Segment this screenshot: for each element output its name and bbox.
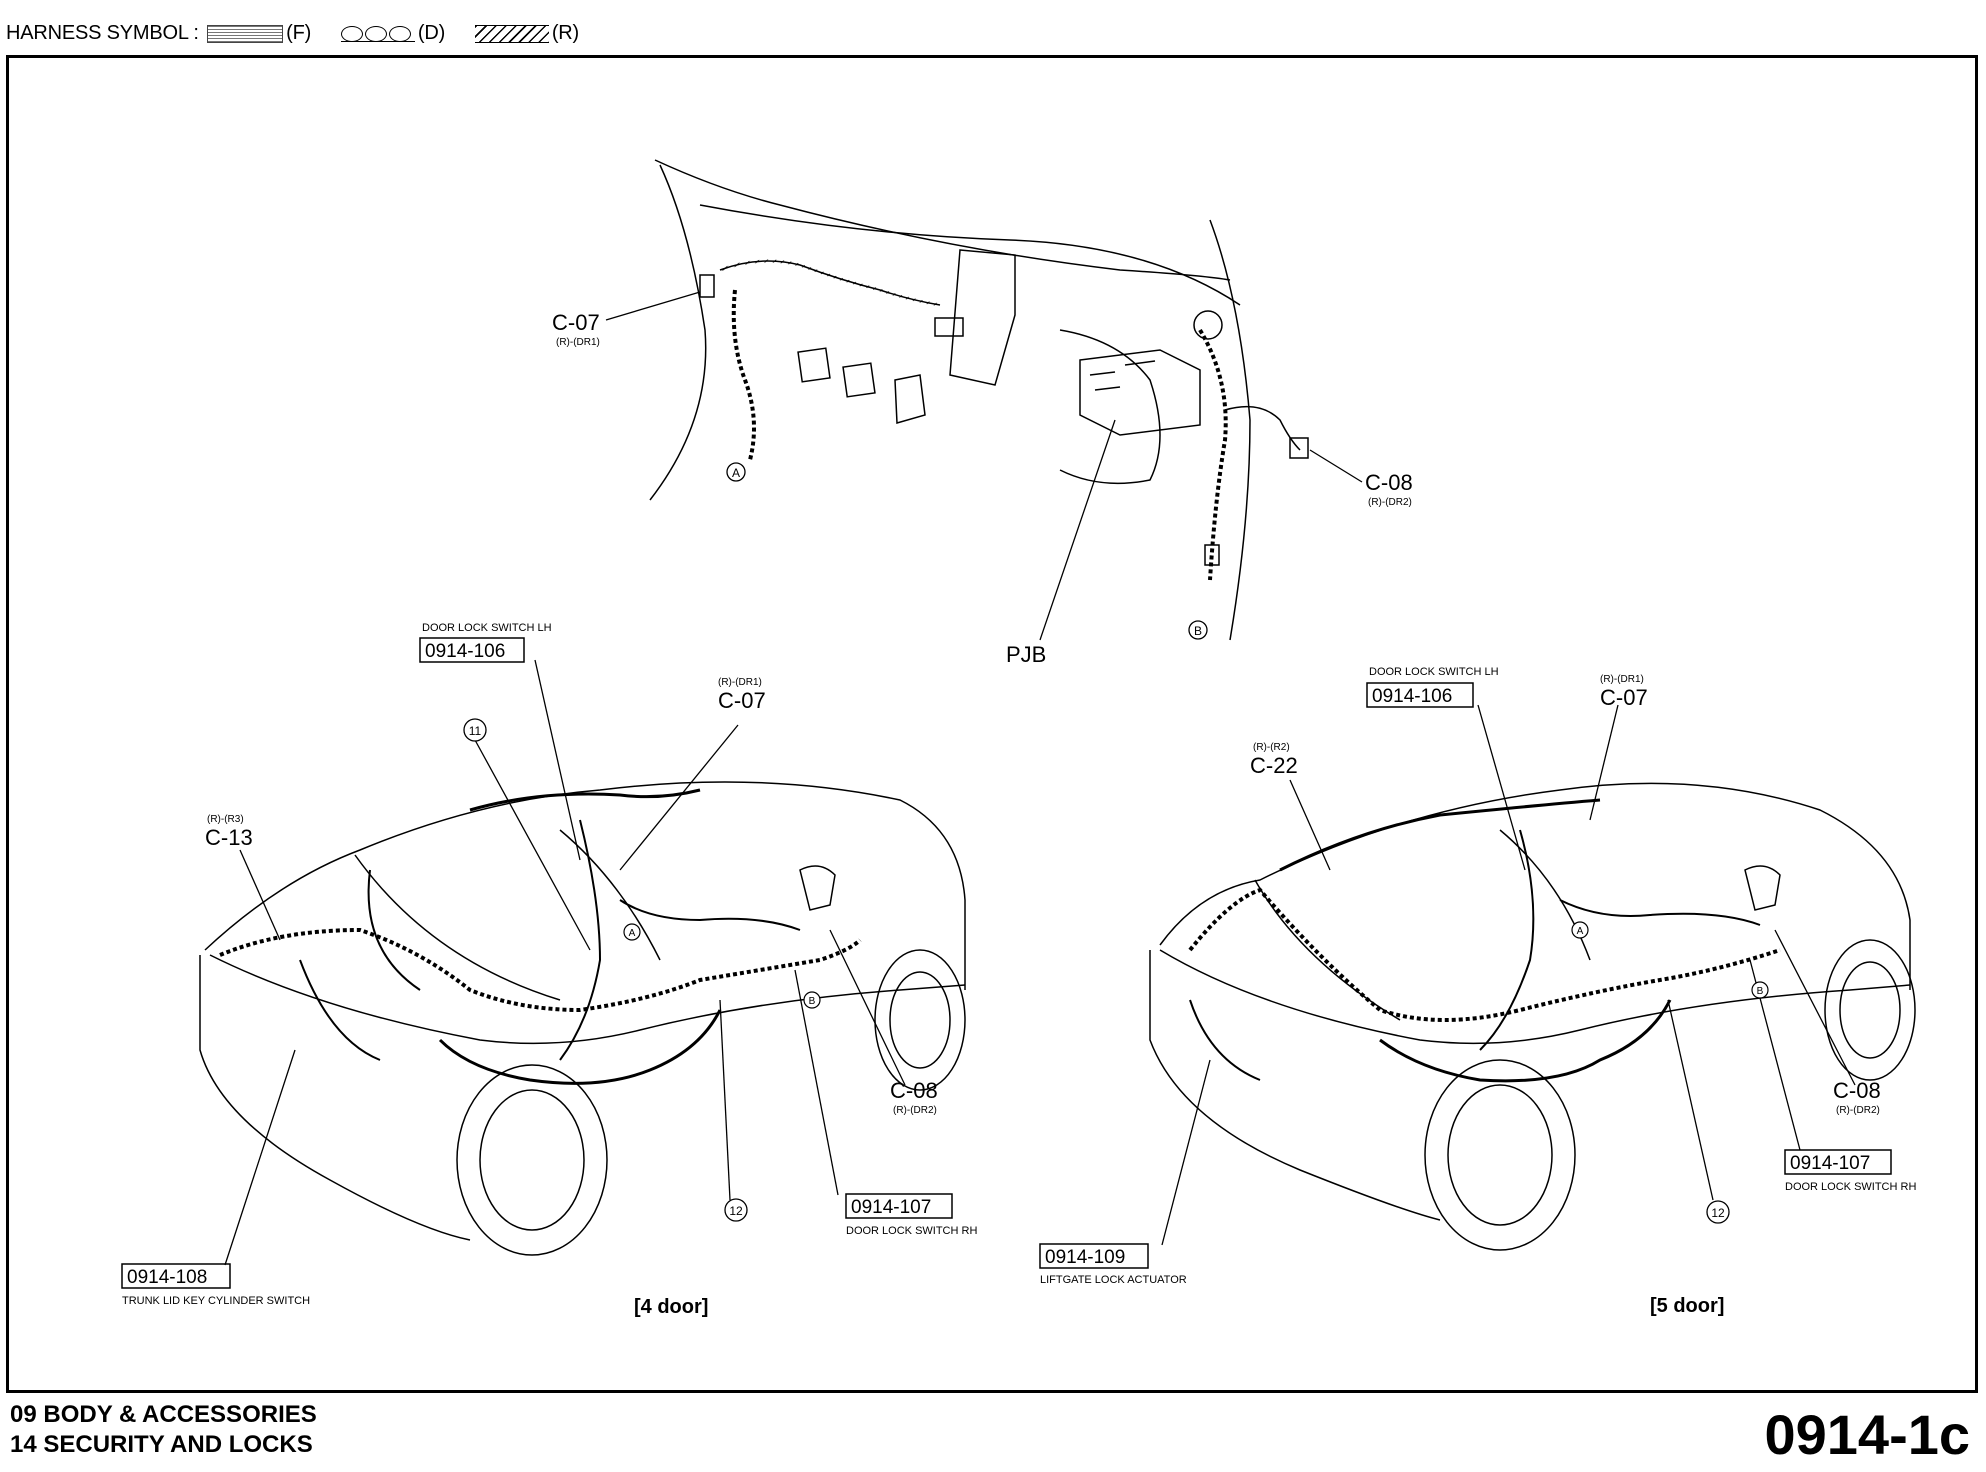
5d-marker-b: B bbox=[1751, 981, 1769, 999]
page-code: 0914-1c bbox=[1764, 1403, 1970, 1466]
footer-line-1: 09 BODY & ACCESSORIES bbox=[10, 1401, 317, 1428]
svg-text:A: A bbox=[1577, 926, 1584, 937]
leader-5d-c08 bbox=[1774, 929, 1856, 1086]
4d-switch-rh-desc: DOOR LOCK SWITCH RH bbox=[846, 1225, 977, 1237]
4d-switch-lh-desc: DOOR LOCK SWITCH LH bbox=[422, 622, 552, 634]
leader-top-c08 bbox=[1309, 449, 1363, 483]
svg-text:B: B bbox=[1757, 986, 1764, 997]
5d-c22-label: C-22 bbox=[1250, 753, 1298, 778]
leader-4d-trunk bbox=[224, 1049, 296, 1266]
4d-trunk-desc: TRUNK LID KEY CYLINDER SWITCH bbox=[122, 1295, 310, 1307]
leader-5d-switch-lh bbox=[1477, 704, 1526, 871]
4d-c07-sub: (R)-(DR1) bbox=[718, 677, 762, 688]
5d-c08-sub: (R)-(DR2) bbox=[1836, 1105, 1880, 1116]
svg-text:B: B bbox=[809, 996, 816, 1007]
4d-switch-rh-box bbox=[845, 1193, 953, 1219]
dashboard-view bbox=[649, 159, 1309, 641]
leader-4d-c08 bbox=[829, 929, 906, 1086]
front-harness-swatch bbox=[207, 24, 284, 43]
leader-top-c07 bbox=[605, 291, 701, 321]
svg-text:B: B bbox=[1194, 624, 1202, 638]
legend-code-r: (R) bbox=[551, 22, 580, 45]
5d-switch-lh-code: 0914-106 bbox=[1372, 686, 1452, 707]
five-door-car bbox=[1149, 782, 1916, 1251]
harness-symbol-legend: HARNESS SYMBOL : (F) (D) (R) bbox=[6, 22, 579, 45]
leader-5d-c22 bbox=[1289, 779, 1331, 871]
5d-liftgate-desc: LIFTGATE LOCK ACTUATOR bbox=[1040, 1274, 1187, 1286]
5d-c07-label: C-07 bbox=[1600, 685, 1648, 710]
5d-liftgate-box bbox=[1039, 1243, 1149, 1269]
legend-code-f: (F) bbox=[286, 22, 312, 45]
5d-switch-lh-box bbox=[1366, 682, 1474, 708]
4d-c08-label: C-08 bbox=[890, 1078, 938, 1103]
4d-trunk-code: 0914-108 bbox=[127, 1267, 207, 1288]
leader-4d-marker-11 bbox=[474, 739, 591, 951]
4d-switch-lh-code: 0914-106 bbox=[425, 641, 505, 662]
pjb-label: PJB bbox=[1006, 642, 1046, 667]
4d-switch-rh-code: 0914-107 bbox=[851, 1197, 931, 1218]
leader-5d-c07 bbox=[1589, 704, 1619, 821]
4d-c13-label: C-13 bbox=[205, 825, 253, 850]
dash-harness-swatch bbox=[340, 25, 415, 43]
top-c07-sub: (R)-(DR1) bbox=[556, 337, 600, 348]
svg-text:12: 12 bbox=[729, 1204, 743, 1218]
rear-harness-swatch bbox=[474, 24, 549, 43]
5d-c08-label: C-08 bbox=[1833, 1078, 1881, 1103]
4d-switch-lh-box bbox=[419, 637, 525, 663]
5d-switch-lh-desc: DOOR LOCK SWITCH LH bbox=[1369, 666, 1499, 678]
4d-marker-11: 11 bbox=[463, 718, 487, 742]
leader-4d-switch-lh bbox=[534, 659, 581, 861]
top-c08-label: C-08 bbox=[1365, 470, 1413, 495]
4d-trunk-box bbox=[121, 1263, 231, 1289]
leader-5d-liftgate bbox=[1161, 1059, 1211, 1246]
c07-connector-shape bbox=[699, 274, 715, 298]
diagram-frame bbox=[6, 55, 1978, 1393]
four-door-car bbox=[199, 781, 966, 1256]
leader-5d-marker-12 bbox=[1667, 999, 1714, 1201]
pjb-box bbox=[1079, 349, 1201, 436]
5d-liftgate-code: 0914-109 bbox=[1045, 1247, 1125, 1268]
4d-c13-sub: (R)-(R3) bbox=[207, 814, 244, 825]
5d-marker-12: 12 bbox=[1706, 1200, 1730, 1224]
5d-switch-rh-desc: DOOR LOCK SWITCH RH bbox=[1785, 1181, 1916, 1193]
legend-code-d: (D) bbox=[417, 22, 446, 45]
5d-switch-rh-box bbox=[1784, 1149, 1892, 1175]
leader-4d-marker-12 bbox=[719, 999, 731, 1201]
footer-line-2: 14 SECURITY AND LOCKS bbox=[10, 1431, 313, 1458]
5d-caption: [5 door] bbox=[1650, 1295, 1724, 1317]
4d-marker-a: A bbox=[623, 923, 641, 941]
top-marker-b: B bbox=[1188, 620, 1208, 640]
4d-c07-label: C-07 bbox=[718, 688, 766, 713]
svg-text:11: 11 bbox=[469, 724, 482, 738]
legend-title: HARNESS SYMBOL : bbox=[6, 22, 199, 45]
5d-c22-sub: (R)-(R2) bbox=[1253, 742, 1290, 753]
svg-text:A: A bbox=[629, 928, 636, 939]
leader-4d-c07 bbox=[619, 724, 739, 871]
section-footer: 09 BODY & ACCESSORIES 14 SECURITY AND LO… bbox=[10, 1400, 317, 1460]
leader-4d-c13 bbox=[239, 849, 281, 941]
5d-c07-sub: (R)-(DR1) bbox=[1600, 674, 1644, 685]
4d-c08-sub: (R)-(DR2) bbox=[893, 1105, 937, 1116]
svg-text:A: A bbox=[732, 466, 740, 480]
5d-switch-rh-code: 0914-107 bbox=[1790, 1153, 1870, 1174]
top-marker-a: A bbox=[726, 462, 746, 482]
top-c08-sub: (R)-(DR2) bbox=[1368, 497, 1412, 508]
4d-marker-b: B bbox=[803, 991, 821, 1009]
svg-text:12: 12 bbox=[1711, 1206, 1725, 1220]
5d-marker-a: A bbox=[1571, 921, 1589, 939]
4d-marker-12: 12 bbox=[724, 1198, 748, 1222]
leader-top-pjb bbox=[1039, 419, 1116, 641]
top-c07-label: C-07 bbox=[552, 310, 600, 335]
leader-4d-switch-rh bbox=[794, 969, 839, 1196]
4d-caption: [4 door] bbox=[634, 1296, 708, 1318]
